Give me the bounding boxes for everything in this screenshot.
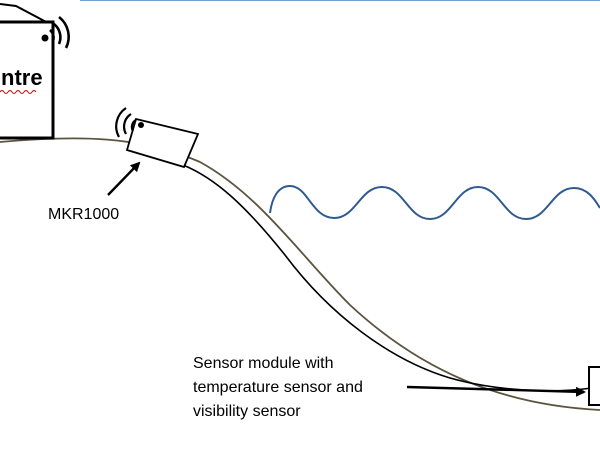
wave-signal [269, 184, 600, 221]
device-box [125, 117, 200, 169]
device-antenna-icon [115, 107, 144, 138]
arrow-to-device-icon [107, 161, 141, 196]
mkr1000-device [115, 107, 200, 169]
centre-antenna-icon [41, 15, 70, 49]
sensor-caption-line-2: temperature sensor and [193, 379, 363, 396]
sensor-caption-line-1: Sensor module with [193, 355, 334, 372]
spellcheck-underline [0, 90, 37, 94]
device-label: MKR1000 [48, 206, 119, 223]
sensor-module-box [588, 366, 600, 406]
centre-building: ntre [0, 3, 70, 140]
arrow-to-sensor-icon [406, 385, 586, 397]
centre-label: ntre [1, 65, 43, 90]
centre-building-roof [0, 3, 51, 25]
sensor-caption-line-3: visibility sensor [193, 403, 301, 420]
